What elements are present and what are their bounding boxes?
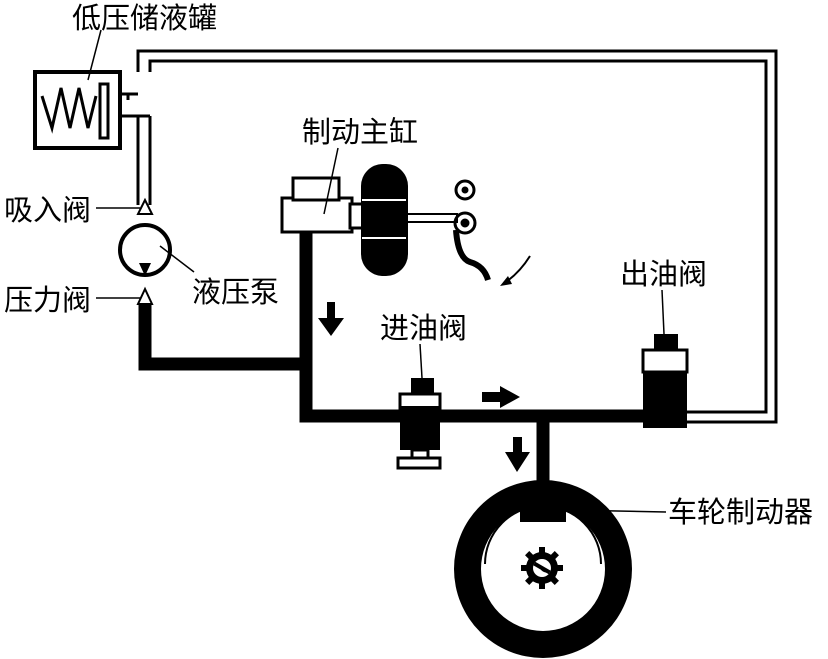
pump-outlet-symbol [139, 263, 151, 276]
pressure-valve-label: 压力阀 [4, 283, 92, 317]
flow-arrow-down-wheel [505, 437, 530, 472]
outlet-valve-label: 出油阀 [620, 257, 708, 291]
brake-pedal [453, 179, 531, 286]
reservoir [33, 70, 122, 150]
reservoir-piston [98, 82, 110, 140]
master-cylinder-cap [291, 176, 341, 202]
flow-arrow-right [482, 386, 520, 408]
reservoir-pump-line-left [126, 94, 140, 205]
brake-booster [361, 164, 408, 276]
leader-lines [87, 29, 667, 513]
pressure-valve-symbol [136, 286, 154, 305]
outlet-valve [641, 334, 689, 428]
pump-to-main-line [138, 230, 313, 371]
hub-gear [521, 547, 563, 589]
reservoir-connector [120, 92, 150, 118]
reservoir-spring [40, 87, 98, 134]
master-cylinder [280, 164, 458, 276]
flow-arrow-down-left [318, 302, 344, 336]
brake-caliper [520, 486, 566, 522]
reservoir-label: 低压储液罐 [72, 1, 218, 35]
master-cylinder-label: 制动主缸 [302, 115, 419, 149]
suction-valve-label: 吸入阀 [4, 193, 92, 227]
wheel-brake-label: 车轮制动器 [668, 495, 814, 529]
inlet-valve [396, 378, 442, 470]
hydraulic-pump [118, 197, 172, 305]
pedal-push-arrow [505, 255, 531, 283]
return-line-outer [136, 49, 778, 424]
pump-label: 液压泵 [192, 275, 280, 309]
main-horizontal-line [299, 364, 650, 423]
wheel-brake [454, 480, 632, 658]
return-line-inner [148, 59, 768, 414]
inlet-valve-label: 进油阀 [380, 311, 468, 345]
suction-valve-symbol [136, 197, 154, 215]
